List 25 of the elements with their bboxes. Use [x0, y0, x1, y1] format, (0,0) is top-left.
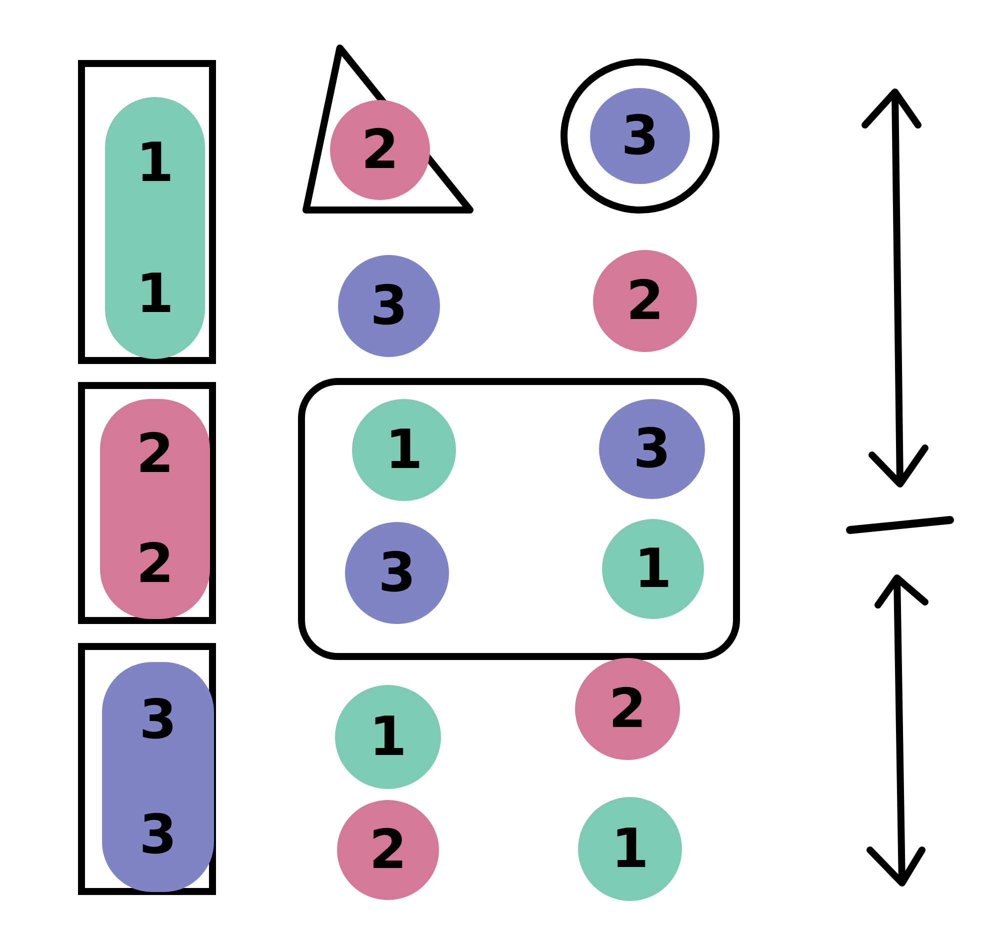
number-label: 2: [369, 823, 407, 877]
number-label: 1: [136, 266, 174, 320]
number-label: 1: [136, 136, 174, 190]
number-pill: [105, 97, 205, 359]
number-label: 1: [634, 542, 672, 596]
number-label: 3: [378, 546, 416, 600]
group-box: [78, 643, 216, 895]
number-label: 2: [626, 274, 664, 328]
number-label: 1: [385, 423, 423, 477]
number-label: 2: [608, 682, 646, 736]
group-box: [78, 382, 216, 624]
number-pill: [100, 399, 210, 619]
rounded-group-box: [298, 378, 740, 660]
number-label: 1: [369, 710, 407, 764]
number-label: 3: [370, 279, 408, 333]
number-label: 2: [136, 537, 174, 591]
number-label: 3: [633, 422, 671, 476]
number-pill: [102, 662, 214, 892]
number-label: 2: [361, 123, 399, 177]
number-label: 2: [136, 427, 174, 481]
number-label: 3: [621, 109, 659, 163]
number-label: 1: [611, 822, 649, 876]
number-label: 3: [139, 692, 177, 746]
group-box: [78, 60, 216, 364]
number-label: 3: [139, 808, 177, 862]
